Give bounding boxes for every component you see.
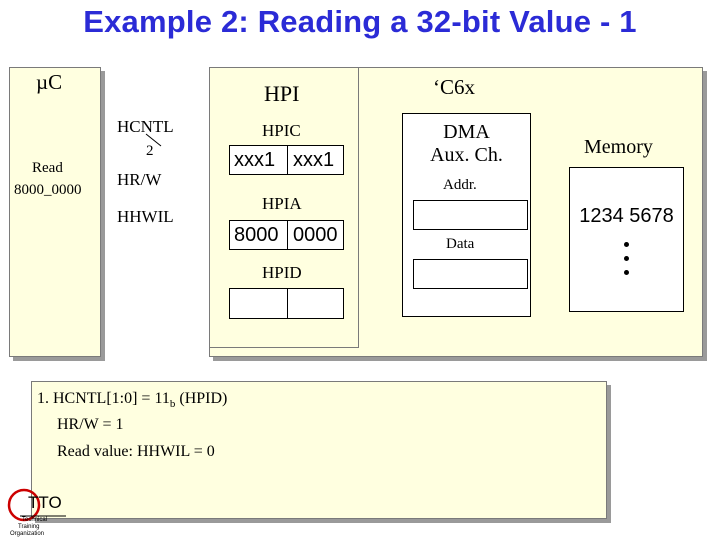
dma-addr-register xyxy=(413,200,528,230)
dma-data-register xyxy=(413,259,528,289)
dma-data-label: Data xyxy=(446,236,475,252)
hpic-label: HPIC xyxy=(262,121,301,140)
note-panel xyxy=(31,381,607,519)
tto-logo: TTO Technical Training Organization xyxy=(6,487,68,537)
tto-logo-line3: Organization xyxy=(10,531,45,537)
bus-slash xyxy=(145,133,162,147)
hpid-label: HPID xyxy=(262,263,302,282)
memory-label: Memory xyxy=(584,136,653,158)
slide-title: Example 2: Reading a 32-bit Value - 1 xyxy=(83,4,637,39)
hpic-value-hi: xxx1 xyxy=(234,148,276,171)
hpia-value-hi: 8000 xyxy=(234,223,279,246)
dma-addr-label: Addr. xyxy=(443,177,477,193)
hpia-divider xyxy=(287,221,288,249)
tto-logo-line1: Technical xyxy=(22,517,48,523)
dma-title-line1: DMA xyxy=(443,121,490,143)
note-line-1-prefix: 1. HCNTL[1:0] = 11 xyxy=(37,390,170,407)
dma-title-line2: Aux. Ch. xyxy=(430,144,503,166)
note-line-3: Read value: HHWIL = 0 xyxy=(57,443,215,460)
microcontroller-label: µC xyxy=(36,70,63,94)
hcntl-label: HCNTL xyxy=(117,117,174,136)
hpia-label: HPIA xyxy=(262,194,302,213)
ellipsis-dot-1 xyxy=(624,242,629,247)
memory-cell xyxy=(569,167,684,199)
ellipsis-dot-3 xyxy=(624,270,629,275)
memory-value: 1234 5678 xyxy=(579,205,674,227)
hpi-label: HPI xyxy=(264,81,300,106)
hrw-label: HR/W xyxy=(117,170,162,189)
hpid-divider xyxy=(287,289,288,318)
read-label: Read xyxy=(32,160,63,176)
read-address: 8000_0000 xyxy=(14,182,82,198)
microcontroller-block xyxy=(9,67,101,357)
c6x-label: ‘C6x xyxy=(433,75,475,99)
note-line-1-suffix: (HPID) xyxy=(175,390,228,407)
hpia-register: 8000 0000 xyxy=(229,220,344,250)
tto-logo-line2: Training xyxy=(18,524,40,530)
tto-logo-ring-icon xyxy=(7,488,66,522)
note-line-1-subscript: b xyxy=(169,398,176,411)
note-line-1: 1. HCNTL[1:0] = 11b (HPID) xyxy=(37,390,227,410)
tto-logo-main: TTO xyxy=(28,493,62,512)
note-line-2: HR/W = 1 xyxy=(57,416,124,433)
hpic-value-lo: xxx1 xyxy=(293,148,335,171)
hpic-register: xxx1 xxx1 xyxy=(229,145,344,175)
hpid-register xyxy=(229,288,344,319)
hpic-divider xyxy=(287,146,288,174)
ellipsis-dot-2 xyxy=(624,256,629,261)
hpia-value-lo: 0000 xyxy=(293,223,338,246)
bus-width-label: 2 xyxy=(146,143,154,159)
hhwil-label: HHWIL xyxy=(117,207,174,226)
